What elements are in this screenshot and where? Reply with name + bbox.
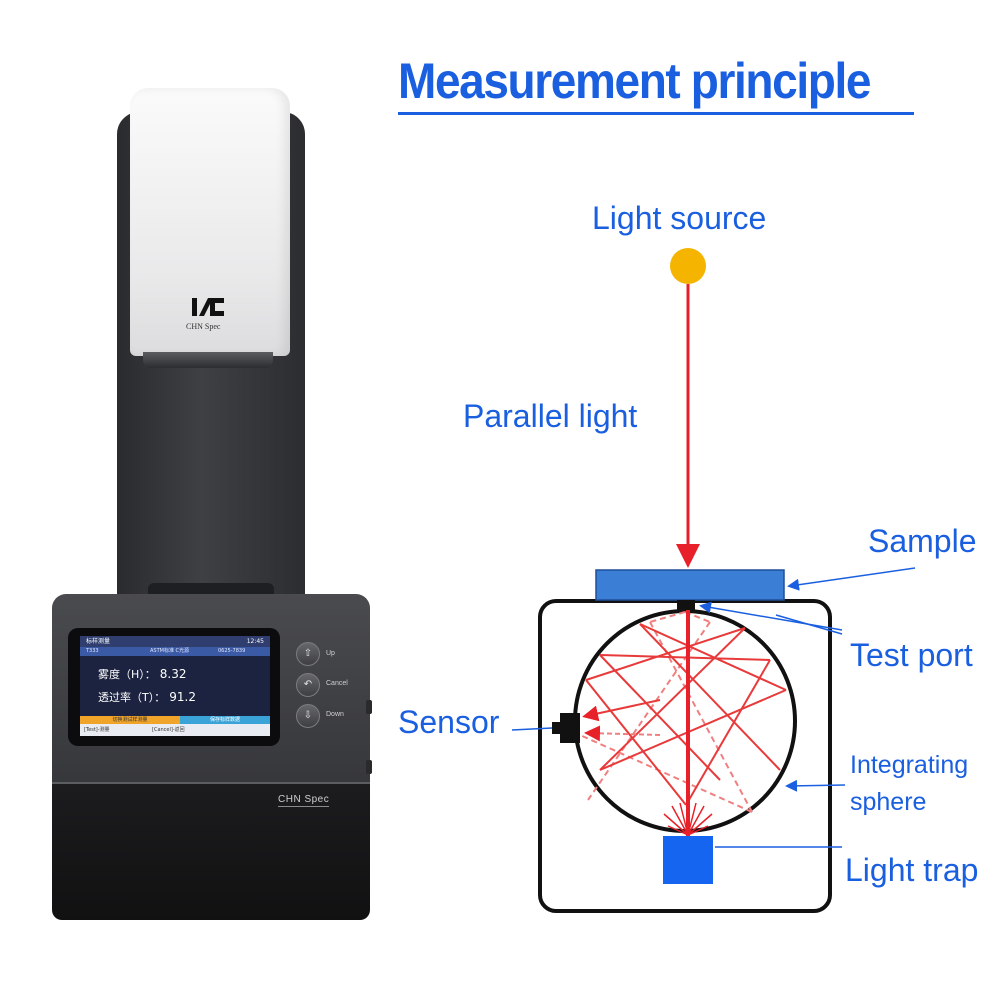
page-title: Measurement principle xyxy=(398,53,871,109)
haze-reading: 雾度（H）：8.32 xyxy=(98,666,187,682)
transmittance-reading: 透过率（T）：91.2 xyxy=(98,689,196,705)
haze-label: 雾度（H）： xyxy=(98,668,156,681)
label-integrating: Integrating xyxy=(850,751,969,779)
down-button[interactable]: ⇩ xyxy=(296,704,320,728)
label-sphere: sphere xyxy=(850,788,927,816)
sphere-leader xyxy=(785,779,846,792)
ray-to-sensor-solid xyxy=(582,699,661,722)
device-screen: 标样测量 12:45 T333 ASTM标准 C光源 0625-7839 雾度（… xyxy=(80,636,270,736)
up-button[interactable]: ⇧ xyxy=(296,642,320,666)
sample-leader xyxy=(787,567,916,591)
head-brand-text: CHN Spec xyxy=(186,322,221,331)
screen-readings: 雾度（H）：8.32 透过率（T）：91.2 xyxy=(80,656,270,716)
label-light-trap: Light trap xyxy=(845,852,979,888)
brand-logo-icon xyxy=(192,298,224,316)
side-port xyxy=(366,760,372,774)
title-underline xyxy=(398,112,914,115)
screen-title-bar: 标样测量 12:45 xyxy=(80,636,270,647)
screen-sub-right: 0625-7839 xyxy=(218,648,246,654)
transmittance-value: 91.2 xyxy=(169,690,196,704)
scattered-rays-solid xyxy=(585,623,787,806)
base-brand-label: CHN Spec xyxy=(278,794,330,807)
screen-sub-mid: ASTM标准 C光源 xyxy=(150,648,190,654)
test-port-leader-2 xyxy=(775,614,843,635)
screen-info-bar: T333 ASTM标准 C光源 0625-7839 xyxy=(80,647,270,656)
screen-footer: [Test]-测量 [Cancel]-返回 xyxy=(80,724,270,736)
sensor-body xyxy=(560,713,580,743)
ray-to-sensor-dashed xyxy=(584,725,661,742)
save-standard-tab[interactable]: 保存标样数据 xyxy=(180,716,270,724)
sample-plate xyxy=(595,569,785,601)
up-label: Up xyxy=(326,650,335,657)
sample-stage xyxy=(148,583,274,597)
label-sensor: Sensor xyxy=(398,704,500,740)
down-label: Down xyxy=(326,711,344,718)
label-parallel-light: Parallel light xyxy=(463,398,638,434)
test-port-leader-1 xyxy=(699,601,843,631)
side-button[interactable] xyxy=(366,700,372,714)
light-trap-box xyxy=(663,836,713,884)
label-sample: Sample xyxy=(868,523,977,559)
haze-meter-device: CHN Spec CHN Spec 标样测量 12:45 T333 ASTM标准… xyxy=(0,0,400,1000)
screen-title: 标样测量 xyxy=(86,638,111,645)
footer-test-hint: [Test]-测量 xyxy=(84,727,110,733)
device-head-lens xyxy=(143,352,273,368)
cancel-label: Cancel xyxy=(326,680,348,687)
sensor-tip xyxy=(552,722,560,734)
switch-test-tab[interactable]: 切换测试样测量 xyxy=(80,716,180,724)
screen-sub-left: T333 xyxy=(86,648,99,654)
test-port-shape xyxy=(677,600,695,610)
label-light-source: Light source xyxy=(592,200,767,236)
light-source-dot xyxy=(670,248,706,284)
label-test-port: Test port xyxy=(850,637,973,673)
haze-value: 8.32 xyxy=(159,667,187,681)
screen-time: 12:45 xyxy=(246,638,264,645)
screen-action-bar: 切换测试样测量 保存标样数据 xyxy=(80,716,270,724)
transmittance-label: 透过率（T）： xyxy=(98,691,166,704)
cancel-button[interactable]: ↶ xyxy=(296,673,320,697)
footer-cancel-hint: [Cancel]-返回 xyxy=(152,727,185,733)
sensor-leader xyxy=(511,727,553,731)
